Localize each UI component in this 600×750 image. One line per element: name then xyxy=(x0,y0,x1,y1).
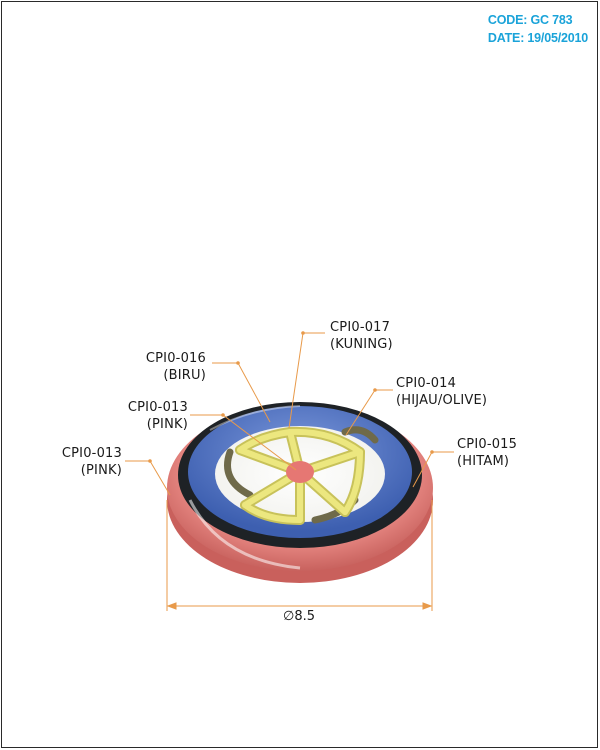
drawing-date: DATE: 19/05/2010 xyxy=(487,31,588,45)
label-cpi0-017: CPI0-017 (KUNING) xyxy=(330,319,393,353)
diameter-label: ∅8.5 xyxy=(283,609,315,624)
label-cpi0-015: CPI0-015 (HITAM) xyxy=(457,436,517,470)
product-code: CODE: GC 783 xyxy=(487,13,573,27)
label-cpi0-013-lower: CPI0-013 (PINK) xyxy=(52,445,122,479)
ornament xyxy=(167,402,433,583)
leader-c013b xyxy=(125,460,171,496)
label-cpi0-013-upper: CPI0-013 (PINK) xyxy=(118,399,188,433)
label-color: (BIRU) xyxy=(163,368,206,383)
label-color: (PINK) xyxy=(146,417,188,432)
label-code: CPI0-014 xyxy=(396,376,457,391)
label-code: CPI0-015 xyxy=(457,437,518,452)
dimension-line xyxy=(166,500,433,611)
label-code: CPI0-013 xyxy=(61,446,122,461)
label-code: CPI0-016 xyxy=(145,351,206,366)
label-cpi0-016: CPI0-016 (BIRU) xyxy=(138,350,206,384)
leader-lines xyxy=(125,331,454,496)
label-code: CPI0-017 xyxy=(330,320,391,335)
label-cpi0-014: CPI0-014 (HIJAU/OLIVE) xyxy=(396,375,487,409)
label-code: CPI0-013 xyxy=(127,400,188,415)
label-color: (KUNING) xyxy=(330,337,393,352)
label-color: (PINK) xyxy=(80,463,122,478)
label-color: (HITAM) xyxy=(457,454,510,469)
center-dot xyxy=(286,461,314,483)
label-color: (HIJAU/OLIVE) xyxy=(396,393,488,408)
code-block: CODE: GC 783 DATE: 19/05/2010 xyxy=(488,11,588,47)
